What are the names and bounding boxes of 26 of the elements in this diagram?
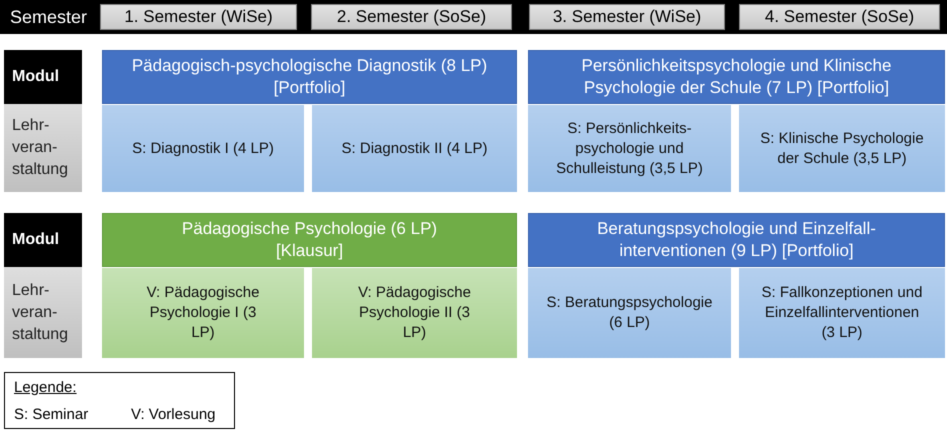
row-label: Modul: [4, 50, 82, 104]
semester-header: 2. Semester (SoSe): [311, 4, 512, 30]
module-box: Persönlichkeitspsychologie und Klinische Psychologie der Schule (7 LP) [Portfolio]: [528, 50, 945, 104]
course-box: S: Klinische Psychologie der Schule (3,5 LP): [739, 105, 945, 192]
legend-box: [4, 372, 235, 429]
row-label: Lehr- veran- staltung: [4, 104, 82, 192]
header-band: [0, 0, 947, 34]
course-box: S: Fallkonzeptionen und Einzelfallinterventionen (3 LP): [739, 268, 945, 358]
legend-title: Legende:: [14, 378, 77, 398]
legend-entry: S: Seminar: [14, 405, 88, 425]
row-label: Lehr- veran- staltung: [4, 267, 82, 358]
course-box: V: Pädagogische Psychologie II (3 LP): [312, 268, 517, 358]
module-box: Beratungspsychologie und Einzelfall- interventionen (9 LP) [Portfolio]: [528, 213, 945, 267]
semester-header: 3. Semester (WiSe): [529, 4, 725, 30]
course-box: S: Diagnostik I (4 LP): [102, 105, 304, 192]
header-label: Semester: [9, 6, 88, 28]
course-box: S: Beratungspsychologie (6 LP): [528, 268, 731, 358]
legend-entry: V: Vorlesung: [131, 405, 216, 425]
course-box: S: Diagnostik II (4 LP): [312, 105, 517, 192]
course-box: V: Pädagogische Psychologie I (3 LP): [102, 268, 304, 358]
semester-header: 4. Semester (SoSe): [739, 4, 940, 30]
course-box: S: Persönlichkeits- psychologie und Schulleistung (3,5 LP): [528, 105, 731, 192]
semester-header: 1. Semester (WiSe): [100, 4, 297, 30]
module-box: Pädagogisch-psychologische Diagnostik (8 LP) [Portfolio]: [102, 50, 517, 104]
module-box: Pädagogische Psychologie (6 LP) [Klausur]: [102, 213, 517, 267]
row-label: Modul: [4, 213, 82, 267]
